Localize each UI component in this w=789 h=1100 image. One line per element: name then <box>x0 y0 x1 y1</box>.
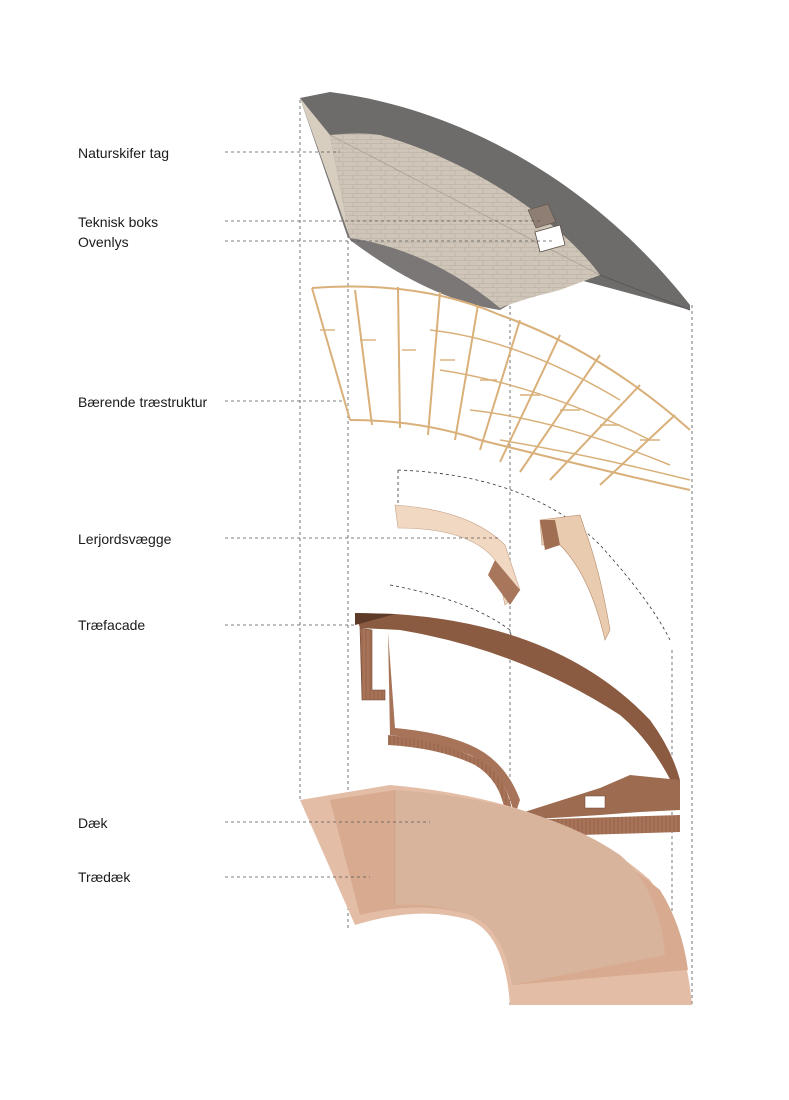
label-earth-walls: Lerjordsvægge <box>78 531 172 547</box>
timber-structure-layer <box>311 285 691 491</box>
technical-box <box>527 203 557 229</box>
label-deck: Dæk <box>78 815 108 831</box>
label-technical-box: Teknisk boks <box>78 214 159 230</box>
label-load-bearing-timber-structure: Bærende træstruktur <box>78 394 208 410</box>
skylight <box>534 224 566 253</box>
earth-walls-layer <box>389 469 671 656</box>
roof-layer <box>300 92 691 311</box>
label-timber-facade: Træfacade <box>78 617 146 633</box>
label-natural-slate-roof: Naturskifer tag <box>78 145 170 161</box>
leader-lines <box>225 151 552 878</box>
label-timber-deck: Trædæk <box>78 869 131 885</box>
label-skylight: Ovenlys <box>78 234 129 250</box>
timber-facade-layer <box>355 613 680 835</box>
deck-layer <box>300 785 692 1005</box>
